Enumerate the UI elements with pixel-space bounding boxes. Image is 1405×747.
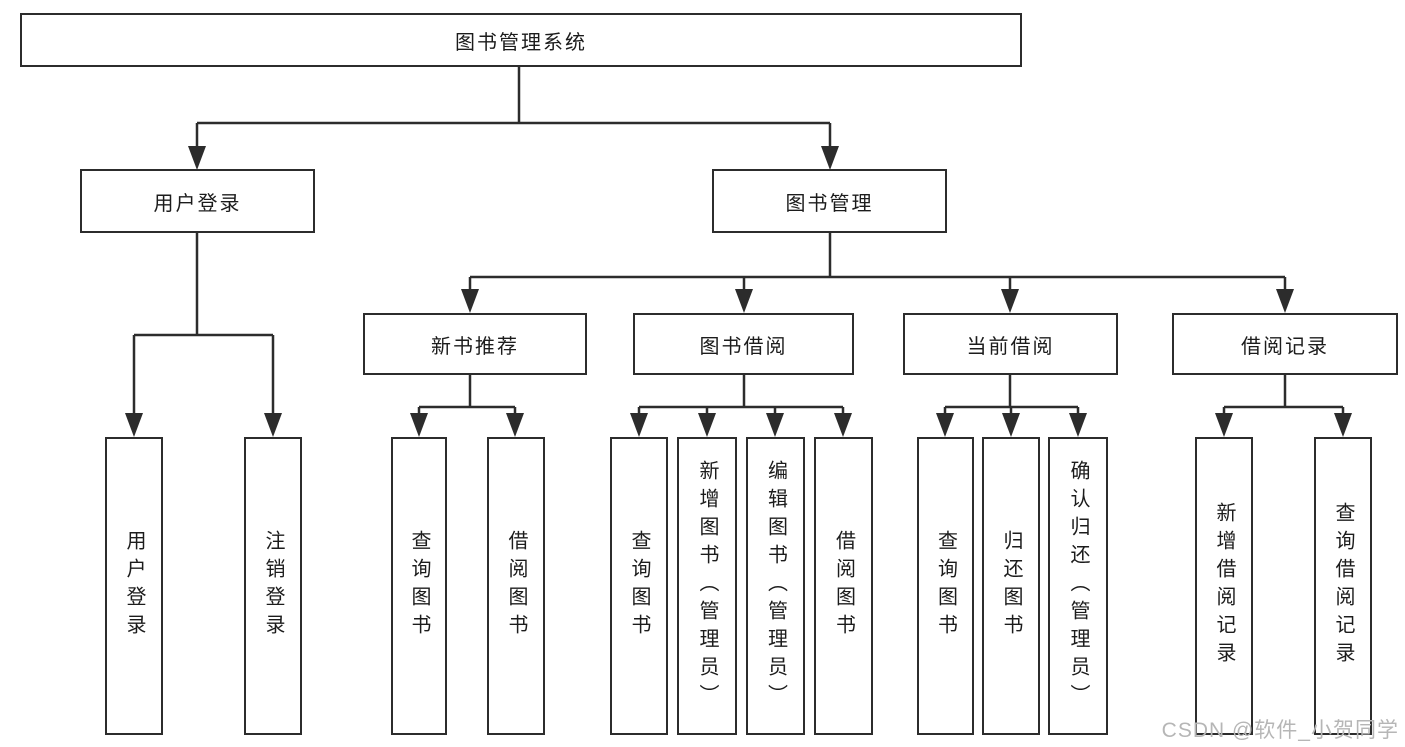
leaf-return-books: 归还图书 (982, 437, 1040, 735)
leaf-add-books-admin: 新增图书（管理员） (677, 437, 737, 735)
leaf-borrow-books-1: 借阅图书 (487, 437, 545, 735)
node-user-login: 用户登录 (80, 169, 315, 233)
node-new-book-recommend: 新书推荐 (363, 313, 587, 375)
leaf-confirm-return-admin: 确认归还（管理员） (1048, 437, 1108, 735)
node-borrow-records: 借阅记录 (1172, 313, 1398, 375)
node-root-system: 图书管理系统 (20, 13, 1022, 67)
leaf-query-books-2: 查询图书 (610, 437, 668, 735)
leaf-query-books-1: 查询图书 (391, 437, 447, 735)
leaf-borrow-books-2: 借阅图书 (814, 437, 873, 735)
leaf-user-login: 用户登录 (105, 437, 163, 735)
node-current-borrow: 当前借阅 (903, 313, 1118, 375)
csdn-watermark: CSDN @软件_小贺同学 (1161, 719, 1399, 742)
leaf-logout: 注销登录 (244, 437, 302, 735)
node-book-management: 图书管理 (712, 169, 947, 233)
node-book-borrow: 图书借阅 (633, 313, 854, 375)
leaf-query-borrow-record: 查询借阅记录 (1314, 437, 1372, 735)
leaf-add-borrow-record: 新增借阅记录 (1195, 437, 1253, 735)
leaf-edit-books-admin: 编辑图书（管理员） (746, 437, 805, 735)
leaf-query-books-3: 查询图书 (917, 437, 974, 735)
